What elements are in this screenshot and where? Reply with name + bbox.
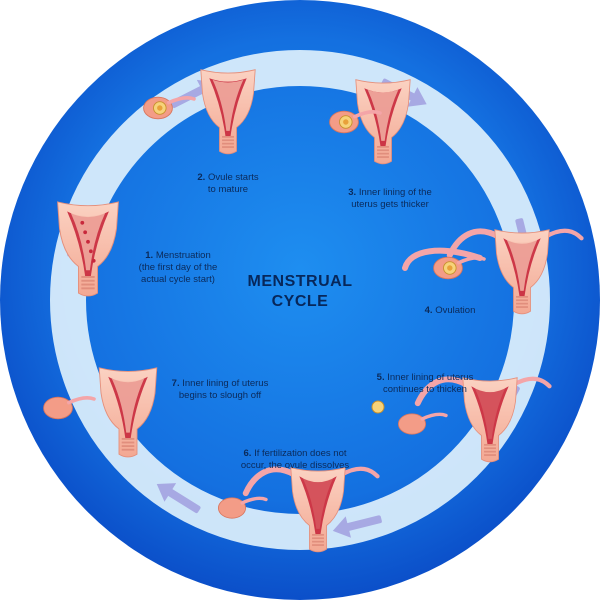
title-line-1: MENSTRUAL (247, 273, 353, 290)
ovary-icon (329, 110, 382, 134)
fallopian-tube (402, 247, 483, 271)
uterus-icon (98, 367, 158, 458)
ovary-icon (217, 496, 268, 519)
stage-1-label: 1. Menstruation (the first day of the ac… (138, 250, 218, 285)
stage-4-label: 4. Ovulation (424, 305, 476, 316)
cycle-arrow-icon (332, 515, 382, 538)
stage-6-label: 6. If fertilization does not occur, the … (240, 448, 350, 471)
ovary-icon (43, 396, 96, 420)
ovary-icon (397, 412, 448, 435)
stage-7-label: 7. Inner lining of uterus begins to slou… (171, 378, 269, 401)
ovule-icon (371, 400, 385, 414)
stage-5-label: 5. Inner lining of uterus continues to t… (376, 372, 474, 395)
ovary-icon (143, 96, 196, 120)
uterus-icon (242, 466, 380, 553)
uterus-icon (414, 376, 552, 463)
uterus-icon (200, 69, 256, 155)
title-line-2: CYCLE (271, 293, 329, 310)
cycle-ring (50, 50, 550, 550)
cycle-arrow-icon (156, 483, 201, 514)
uterus-icon (57, 201, 119, 297)
uterus-illustrations (43, 69, 584, 553)
stage-2-label: 2. Ovule starts to mature (197, 172, 259, 195)
uterus-icon (355, 79, 411, 165)
stage-3-label: 3. Inner lining of the uterus gets thick… (348, 187, 432, 210)
diagram-title: MENSTRUAL CYCLE (215, 272, 385, 312)
